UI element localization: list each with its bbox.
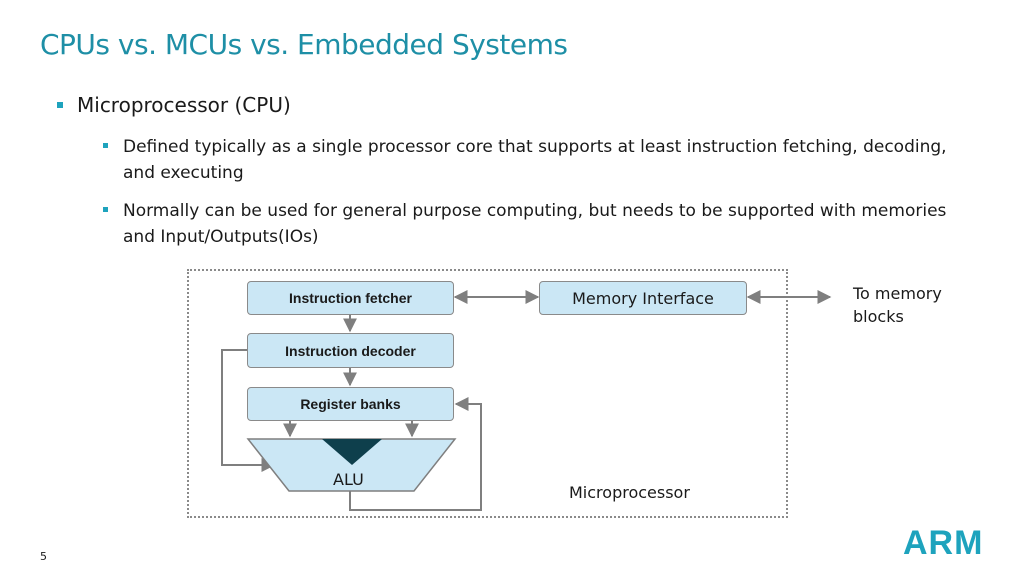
- memory-interface-box: Memory Interface: [539, 281, 747, 315]
- microprocessor-frame: [187, 269, 788, 518]
- instruction-fetcher-box: Instruction fetcher: [247, 281, 454, 315]
- arm-logo: ARM: [903, 524, 984, 562]
- alu-notch-shape: [322, 439, 382, 465]
- bullet-text: Normally can be used for general purpose…: [123, 201, 947, 247]
- register-banks-label: Register banks: [300, 396, 401, 412]
- decoder-alu-control-arrow: [221, 349, 276, 472]
- sub-bullet-usage: Normally can be used for general purpose…: [103, 198, 973, 250]
- bullet-text: Microprocessor (CPU): [77, 93, 291, 117]
- alu-shape: [246, 438, 457, 492]
- bullet-square-icon: [103, 207, 108, 212]
- microprocessor-label: Microprocessor: [569, 483, 690, 502]
- to-memory-label: To memory blocks: [853, 282, 942, 328]
- instruction-fetcher-label: Instruction fetcher: [289, 290, 412, 306]
- bullet-text: Defined typically as a single processor …: [123, 137, 947, 183]
- sub-bullet-definition: Defined typically as a single processor …: [103, 134, 963, 186]
- alu-writeback-arrow: [349, 397, 482, 511]
- bullet-microprocessor: Microprocessor (CPU): [57, 93, 291, 117]
- memory-interface-label: Memory Interface: [572, 288, 714, 308]
- instruction-decoder-box: Instruction decoder: [247, 333, 454, 368]
- bullet-square-icon: [103, 143, 108, 148]
- bullet-square-icon: [57, 102, 63, 108]
- slide-title: CPUs vs. MCUs vs. Embedded Systems: [40, 28, 568, 61]
- register-banks-box: Register banks: [247, 387, 454, 421]
- page-number: 5: [40, 550, 47, 563]
- alu-label: ALU: [333, 470, 364, 489]
- instruction-decoder-label: Instruction decoder: [285, 342, 416, 359]
- to-memory-line1: To memory: [853, 284, 942, 303]
- to-memory-line2: blocks: [853, 307, 904, 326]
